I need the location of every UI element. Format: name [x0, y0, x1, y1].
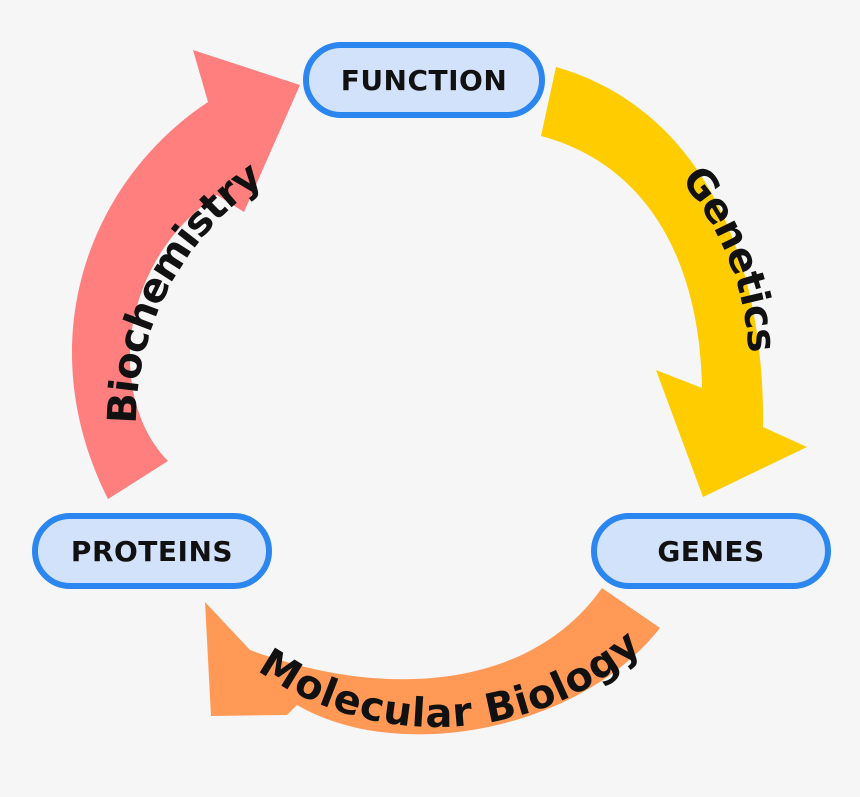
biochemistry-arrow [71, 50, 300, 499]
genes-node: GENES [591, 513, 831, 589]
genes-node-label: GENES [657, 534, 765, 568]
function-node: FUNCTION [303, 42, 545, 118]
molecular-biology-arrow [205, 588, 660, 735]
proteins-node-label: PROTEINS [70, 534, 234, 568]
genetics-arrow [541, 67, 807, 497]
function-node-label: FUNCTION [340, 63, 508, 97]
proteins-node: PROTEINS [32, 513, 272, 589]
